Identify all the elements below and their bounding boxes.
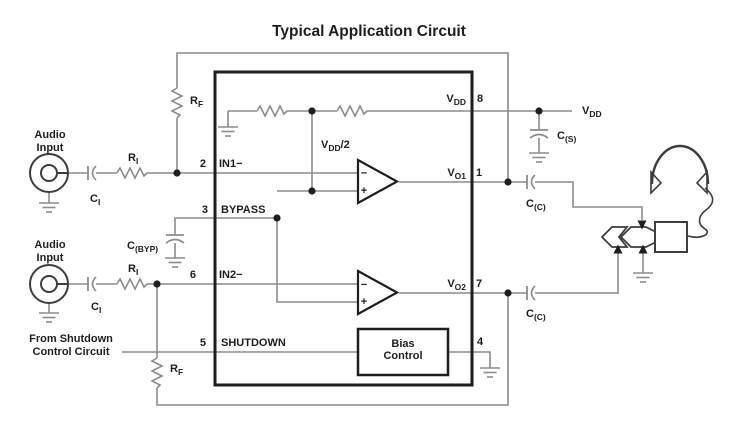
pin-number-5: 5 <box>200 337 206 349</box>
ground-icon <box>38 202 60 213</box>
pin-label-shutdown: SHUTDOWN <box>221 337 286 349</box>
earpiece-right <box>695 169 708 195</box>
bias-control-label: Control <box>383 350 422 362</box>
label-ci-bottom: CI <box>91 301 101 315</box>
pin-number-6: 6 <box>190 269 196 281</box>
label-vdd-half: VDD/2 <box>321 139 350 153</box>
headband <box>650 144 710 185</box>
wire-vo2 <box>399 253 619 294</box>
rca-jack-icon-1 <box>29 153 69 193</box>
label-rf-bottom: RF <box>170 363 183 377</box>
opamp-2: − + <box>356 269 400 316</box>
resistor-ri-top <box>116 167 148 179</box>
label-rf-top: RF <box>190 95 203 109</box>
resistor-divider-1 <box>256 105 288 117</box>
arrow-up-icon <box>638 244 648 254</box>
ic-outline <box>213 70 474 387</box>
earpiece-left <box>650 169 663 195</box>
wire-bypass <box>174 217 358 303</box>
contact-arrows <box>613 220 648 254</box>
wire-pin4-ground <box>448 351 491 368</box>
page-title: Typical Application Circuit <box>272 23 466 40</box>
pin-number-8: 8 <box>477 93 483 105</box>
opamp1-inverting-sign: − <box>361 168 367 180</box>
pin-label-vo2: VO2 <box>447 278 466 292</box>
label-ri-bottom: RI <box>128 263 138 277</box>
audio-input-2-label: Audio <box>34 239 65 251</box>
junction-dot <box>173 169 181 177</box>
audio-input-1-label: Audio <box>34 129 65 141</box>
wire-vdd-half <box>277 111 358 192</box>
opamp-1: − + <box>356 158 400 205</box>
resistor-rf-bottom <box>151 357 163 389</box>
resistor-ri-bottom <box>116 278 148 290</box>
junction-dot <box>153 280 161 288</box>
junction-dot <box>504 289 512 297</box>
pin-number-2: 2 <box>200 158 206 170</box>
plug-ring <box>619 226 656 248</box>
junction-dot <box>504 178 512 186</box>
wire-vdd-rail <box>227 110 572 153</box>
wire-feedback-top <box>176 52 509 182</box>
capacitor-cc-bottom <box>526 285 536 301</box>
capacitor-cs <box>529 129 549 139</box>
label-ci-top: CI <box>90 193 100 207</box>
opamp2-noninverting-sign: + <box>361 296 367 308</box>
pin-number-7: 7 <box>476 278 482 290</box>
label-cbyp: C(BYP) <box>127 240 158 254</box>
ground-icon <box>38 312 60 323</box>
headphone-cable <box>687 187 714 238</box>
capacitor-ci-top <box>87 165 97 181</box>
plug-tip <box>600 226 629 248</box>
label-cc-bottom: C(C) <box>526 308 546 322</box>
label-ri-top: RI <box>128 152 138 166</box>
ground-icon <box>164 257 186 268</box>
opamp1-noninverting-sign: + <box>361 185 367 197</box>
shutdown-source-label: From Shutdown <box>29 333 113 345</box>
opamp2-inverting-sign: − <box>361 279 367 291</box>
wire-vo1 <box>399 181 643 220</box>
pin-number-3: 3 <box>202 204 208 216</box>
junction-dot <box>273 214 281 222</box>
ground-icon <box>479 367 501 378</box>
audio-input-1-label: Input <box>37 142 64 154</box>
pin-label-in1: IN1− <box>219 158 243 170</box>
bias-control-label: Bias <box>391 338 414 350</box>
resistor-divider-2 <box>336 105 368 117</box>
pin-number-4: 4 <box>477 336 484 348</box>
capacitor-cbyp <box>165 234 185 244</box>
arrow-up-icon <box>613 244 623 254</box>
resistor-rf-top <box>171 87 183 119</box>
capacitor-ci-bottom <box>87 276 97 292</box>
ground-icon <box>632 272 654 283</box>
audio-input-2-label: Input <box>37 252 64 264</box>
rca-jack-icon-2 <box>29 264 69 304</box>
opamp-triangle <box>356 269 400 316</box>
junction-dot <box>308 187 316 195</box>
pin-label-vdd: VDD <box>446 93 466 107</box>
label-cs: C(S) <box>557 130 576 144</box>
junction-dots <box>153 107 543 297</box>
trs-plug-icon <box>600 221 688 253</box>
opamp-triangle <box>356 158 400 205</box>
headphones-icon <box>650 144 714 238</box>
ground-icon <box>528 152 550 163</box>
pin-label-vo1: VO1 <box>447 167 466 181</box>
pin-label-bypass: BYPASS <box>221 204 265 216</box>
capacitor-cc-top <box>526 174 536 190</box>
pin-number-1: 1 <box>476 167 482 179</box>
bias-control-box <box>356 327 450 377</box>
label-vdd-external: VDD <box>582 105 602 119</box>
shutdown-source-label: Control Circuit <box>33 346 110 358</box>
junction-dot <box>308 107 316 115</box>
wire-feedback-bottom <box>156 284 509 406</box>
ground-icon <box>217 126 239 137</box>
junction-dot <box>535 107 543 115</box>
wires <box>48 52 644 406</box>
plug-body <box>654 221 688 253</box>
pin-label-in2: IN2− <box>219 269 243 281</box>
arrow-down-icon <box>637 220 647 230</box>
label-cc-top: C(C) <box>526 198 546 212</box>
